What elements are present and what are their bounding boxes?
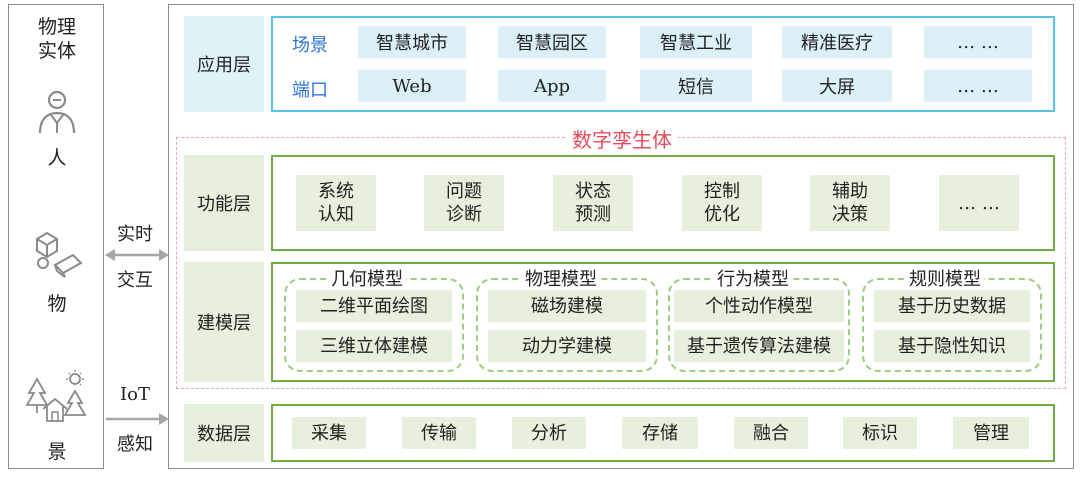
modeling-layer-box xyxy=(271,262,1055,382)
model-group-title: 行为模型 xyxy=(714,265,792,291)
model-group-title: 几何模型 xyxy=(328,265,406,291)
physical-label-scene: 景 xyxy=(47,441,67,463)
right-arrow-icon xyxy=(106,413,169,425)
model-item: 基于遗传算法建模 xyxy=(674,330,844,362)
function-cell: 辅助 决策 xyxy=(810,175,890,231)
model-item: 二维平面绘图 xyxy=(296,290,452,322)
function-cell-line1: 系统 xyxy=(318,181,354,202)
function-cell: 问题 诊断 xyxy=(424,175,504,231)
model-item: 基于历史数据 xyxy=(874,290,1030,322)
landscape-icon xyxy=(25,370,87,422)
physical-entity-panel: 物理 实体 人 物 景 xyxy=(8,4,104,469)
port-cell: App xyxy=(498,70,606,102)
physical-entity-title: 物理 实体 xyxy=(9,15,105,63)
port-cell: 大屏 xyxy=(782,70,892,102)
architecture-panel xyxy=(168,4,1074,469)
function-cell-line2: 预测 xyxy=(575,204,611,225)
function-cell: 状态 预测 xyxy=(553,175,633,231)
data-cell: 传输 xyxy=(402,417,476,449)
layer-label-modeling: 建模层 xyxy=(184,262,264,382)
function-cell-line2: 决策 xyxy=(832,204,868,225)
function-cell-line1: 状态 xyxy=(575,181,611,202)
iot-label-line1: IoT xyxy=(120,384,150,405)
scenario-cell: 智慧城市 xyxy=(358,26,466,58)
function-layer-box xyxy=(271,155,1055,251)
function-cell-line2: 诊断 xyxy=(446,204,482,225)
function-cell: 系统 认知 xyxy=(296,175,376,231)
function-cell-line1: 辅助 xyxy=(832,181,868,202)
layer-label-data: 数据层 xyxy=(184,404,264,462)
data-cell: 管理 xyxy=(953,417,1029,449)
row-tag-port: 端口 xyxy=(292,80,328,101)
application-layer-box xyxy=(271,16,1055,112)
function-cell-line1: 控制 xyxy=(704,181,740,202)
function-cell-line2: 认知 xyxy=(318,204,354,225)
function-cell-line1: … … xyxy=(958,192,1000,214)
row-tag-scenario: 场景 xyxy=(292,35,328,56)
model-group-title: 物理模型 xyxy=(522,265,600,291)
scenario-cell: 智慧园区 xyxy=(498,26,606,58)
data-cell: 分析 xyxy=(512,417,586,449)
physical-label-object: 物 xyxy=(47,293,67,315)
iot-label-line2: 感知 xyxy=(117,434,153,455)
model-group-title: 规则模型 xyxy=(906,265,984,291)
function-cell: … … xyxy=(939,175,1019,231)
scenario-cell: … … xyxy=(924,26,1032,58)
model-item: 基于隐性知识 xyxy=(874,330,1030,362)
model-item: 个性动作模型 xyxy=(674,290,844,322)
port-cell: Web xyxy=(358,70,466,102)
model-item: 三维立体建模 xyxy=(296,330,452,362)
realtime-label-line1: 实时 xyxy=(117,224,153,245)
layer-label-application: 应用层 xyxy=(184,16,264,112)
port-cell: 短信 xyxy=(640,70,752,102)
function-cell-line1: 问题 xyxy=(446,181,482,202)
person-icon xyxy=(38,90,76,134)
physical-title-line1: 物理 xyxy=(37,16,76,38)
data-cell: 采集 xyxy=(292,417,366,449)
objects-icon xyxy=(36,231,83,278)
data-layer-box xyxy=(271,404,1055,462)
function-cell-line2: 优化 xyxy=(704,204,740,225)
model-item: 动力学建模 xyxy=(488,330,646,362)
port-cell: … … xyxy=(924,70,1032,102)
model-item: 磁场建模 xyxy=(488,290,646,322)
data-cell: 存储 xyxy=(622,417,698,449)
digital-twin-title: 数字孪生体 xyxy=(566,124,678,153)
physical-title-line2: 实体 xyxy=(37,40,76,62)
scenario-cell: 精准医疗 xyxy=(782,26,892,58)
physical-label-person: 人 xyxy=(47,147,67,169)
function-cell: 控制 优化 xyxy=(682,175,762,231)
bidirectional-arrow-icon xyxy=(105,249,169,261)
data-cell: 标识 xyxy=(843,417,917,449)
scenario-cell: 智慧工业 xyxy=(640,26,752,58)
realtime-label-line2: 交互 xyxy=(117,270,153,291)
layer-label-function: 功能层 xyxy=(184,155,264,251)
data-cell: 融合 xyxy=(734,417,808,449)
